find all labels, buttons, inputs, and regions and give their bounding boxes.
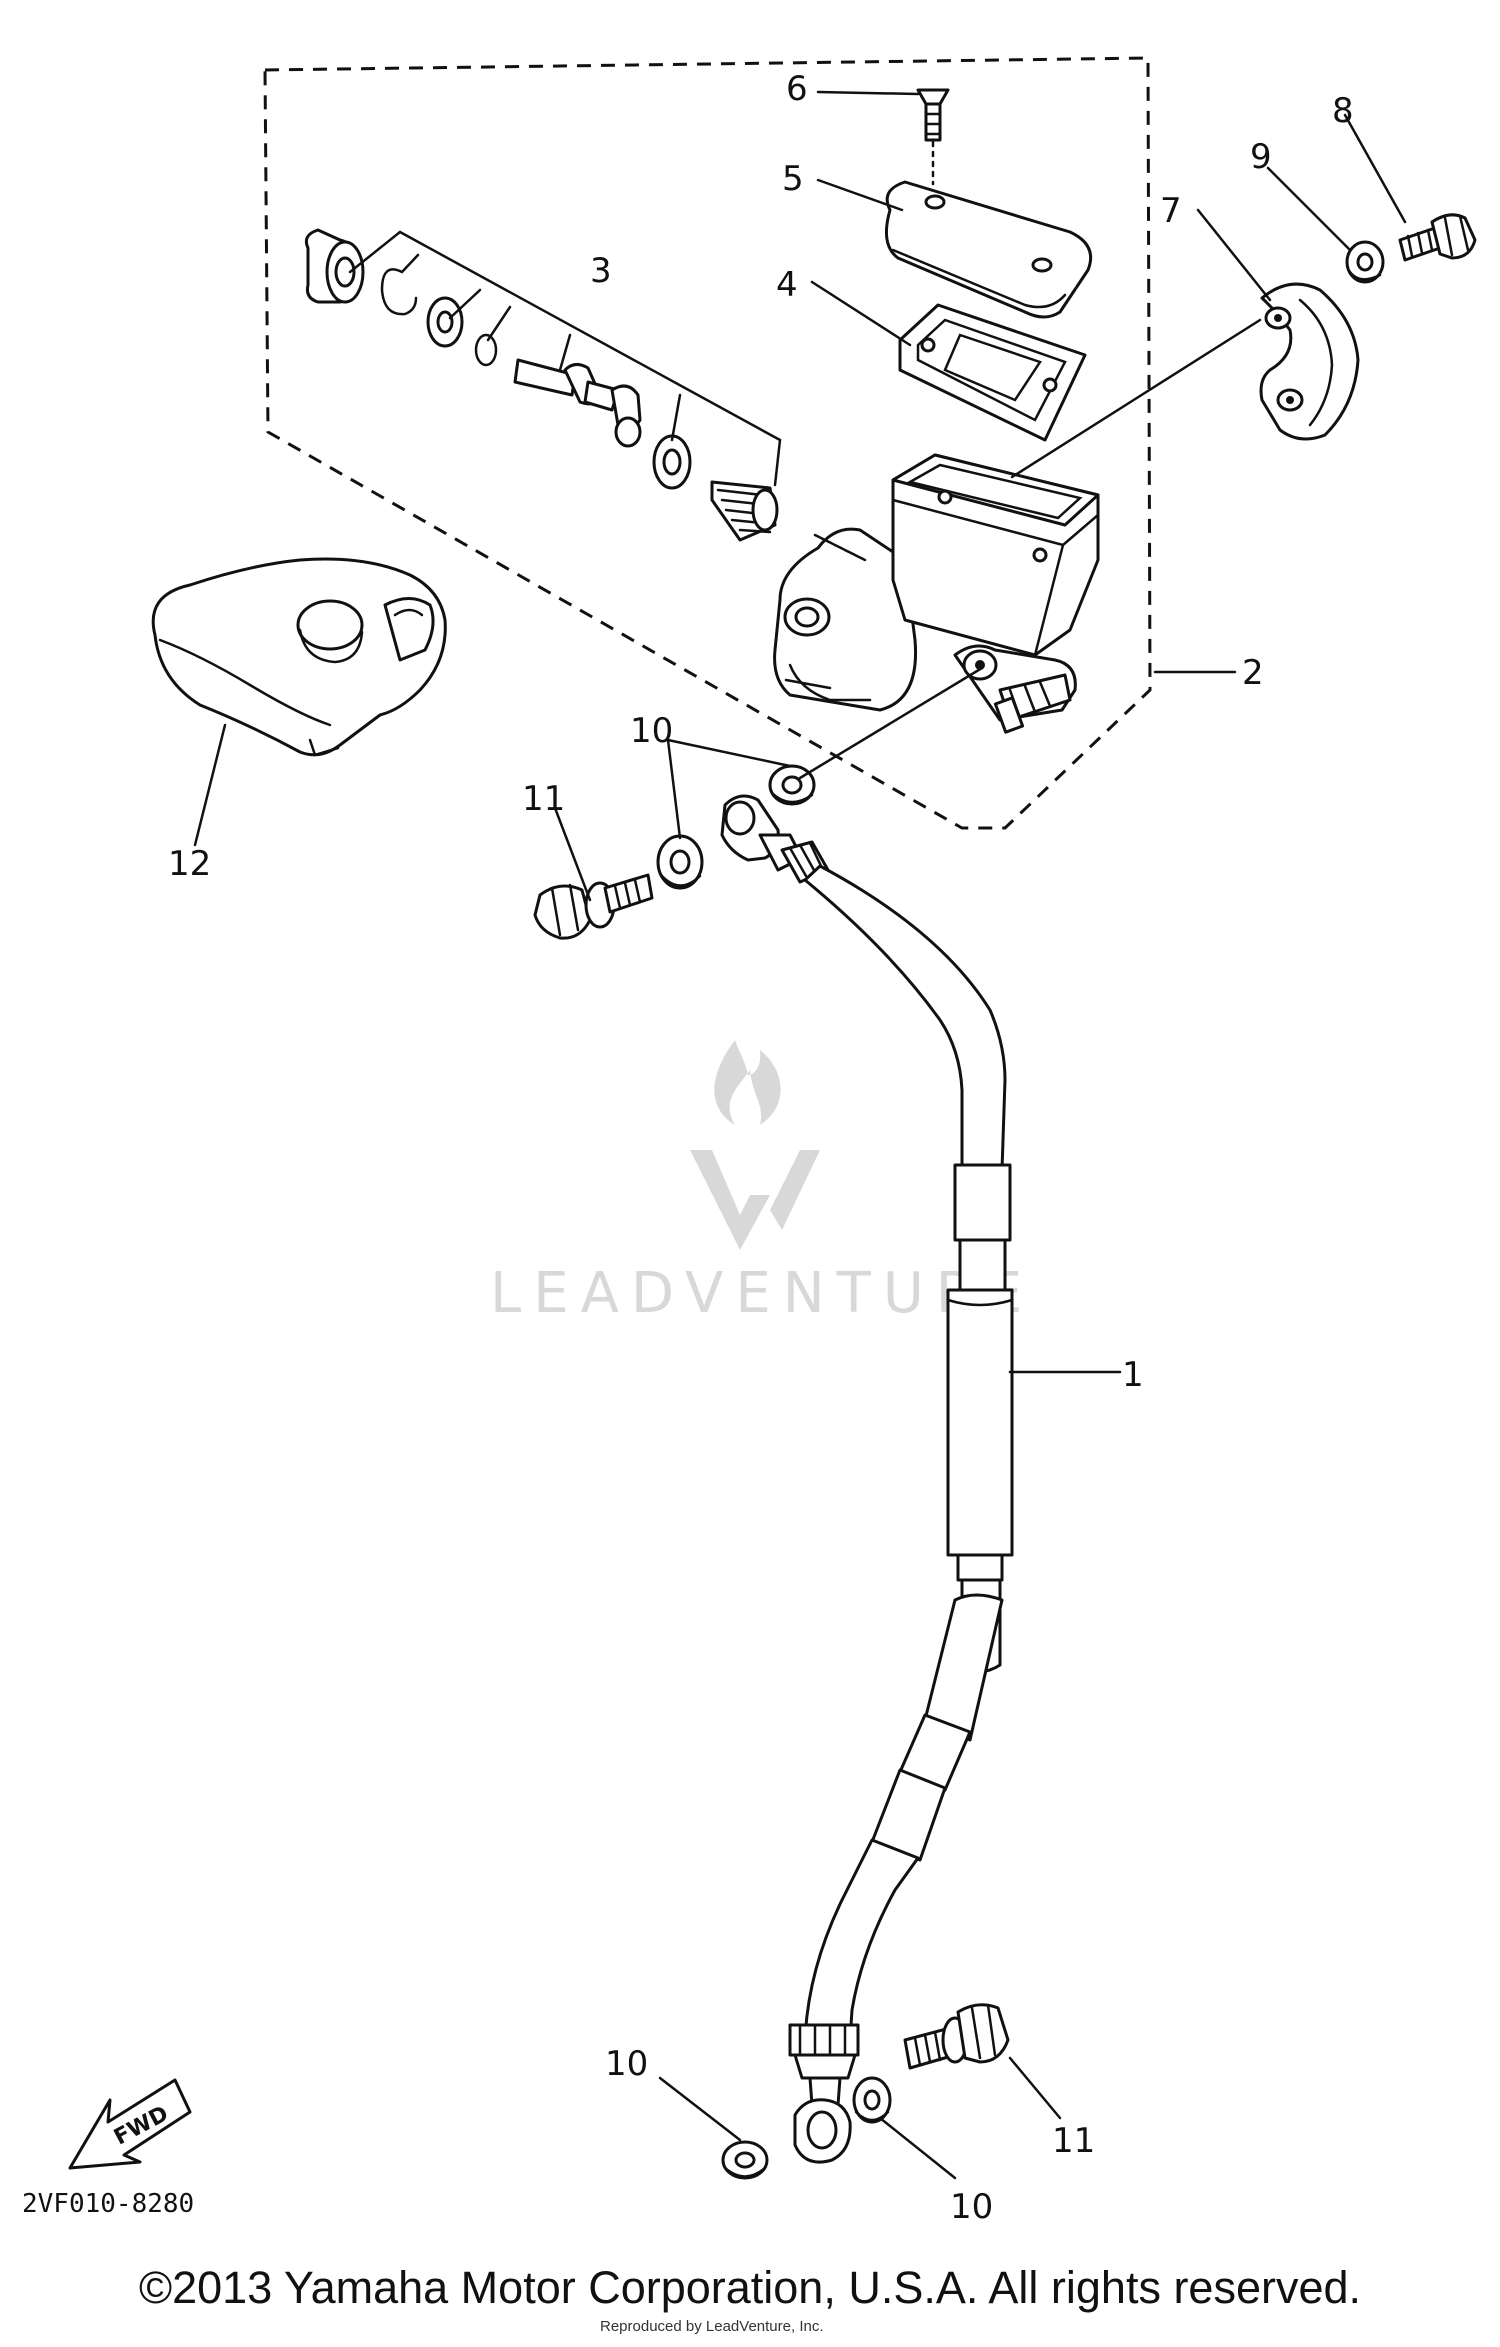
washer-10-middle-part — [656, 834, 704, 890]
washer-10-upper-part — [768, 764, 816, 806]
bolt-11-lower-part — [903, 2003, 1010, 2070]
callout-4: 4 — [776, 265, 798, 305]
reservoir-cap-part — [884, 180, 1093, 319]
screw-part — [916, 88, 950, 186]
watermark-text: LEADVENTURE — [490, 1261, 1034, 1326]
washer-9-part — [1345, 240, 1385, 284]
callout-1: 1 — [1122, 1355, 1144, 1395]
lever-cover-part — [151, 557, 447, 757]
master-cylinder-part — [773, 318, 1262, 734]
callout-11-upper: 11 — [522, 779, 565, 819]
callout-9: 9 — [1250, 137, 1272, 177]
fwd-arrow-icon: FWD — [68, 2078, 192, 2170]
callout-12: 12 — [168, 844, 211, 884]
callout-2: 2 — [1242, 653, 1264, 693]
watermark: LEADVENTURE — [490, 1040, 1034, 1326]
callout-5: 5 — [782, 159, 804, 199]
diaphragm-part — [898, 303, 1087, 442]
piston-kit-part — [304, 228, 782, 542]
clamp-part — [1259, 282, 1360, 441]
leader-lines — [193, 90, 1407, 2180]
callout-10-lower-right: 10 — [950, 2187, 993, 2227]
washer-10-lower-right-part — [852, 2076, 892, 2124]
watermark-flame-icon — [714, 1040, 781, 1125]
callout-11-lower: 11 — [1052, 2121, 1095, 2161]
callout-10-lower-left: 10 — [605, 2044, 648, 2084]
watermark-v-icon — [690, 1150, 820, 1250]
callout-6: 6 — [786, 69, 808, 109]
callout-3: 3 — [590, 251, 612, 291]
bolt-11-upper-part — [533, 873, 654, 940]
diagram-code: 2VF010-8280 — [22, 2189, 194, 2219]
callout-7: 7 — [1160, 191, 1182, 231]
copyright-notice: ©2013 Yamaha Motor Corporation, U.S.A. A… — [138, 2262, 1362, 2313]
washer-10-lower-left-part — [721, 2140, 769, 2180]
brake-hose-part — [720, 794, 1014, 2164]
assembly-boundary — [263, 56, 1152, 830]
reproduced-note: Reproduced by LeadVenture, Inc. — [600, 2318, 824, 2335]
callout-10-upper: 10 — [630, 711, 673, 751]
callout-8: 8 — [1332, 91, 1354, 131]
bolt-8-part — [1398, 213, 1477, 262]
